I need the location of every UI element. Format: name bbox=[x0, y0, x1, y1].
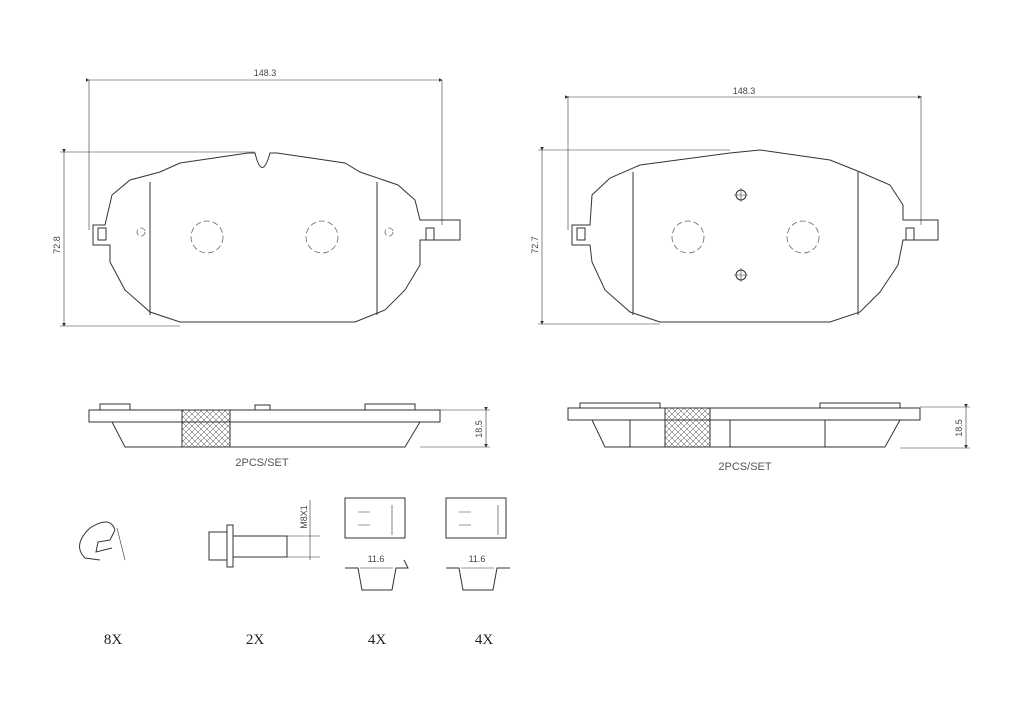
pad-2-thickness-dimension: 18.5 bbox=[954, 419, 964, 437]
spring-clip-1-drawing: 11.6 bbox=[344, 497, 409, 591]
spring-clip-1-dimension: 11.6 bbox=[368, 554, 385, 564]
bolt-drawing: M8X1 bbox=[208, 500, 320, 568]
spring-clip-1-quantity: 4X bbox=[368, 632, 387, 648]
clip-drawing bbox=[79, 521, 126, 561]
pad-1-front-view: 148.3 72.8 bbox=[52, 68, 461, 327]
pad-2-side-view: 18.5 2PCS/SET bbox=[567, 402, 970, 473]
pad-1-width-dimension: 148.3 bbox=[254, 68, 277, 78]
spring-clip-2-drawing: 11.6 bbox=[445, 497, 510, 591]
pad-2-width-dimension: 148.3 bbox=[733, 86, 756, 96]
pad-1-set-label: 2PCS/SET bbox=[235, 457, 288, 469]
bolt-thread-label: M8X1 bbox=[299, 505, 309, 529]
pad-1-height-dimension: 72.8 bbox=[52, 236, 62, 254]
pad-1-side-view: 18.5 2PCS/SET bbox=[88, 403, 490, 469]
pad-2-front-view: 148.3 72.7 bbox=[530, 86, 939, 325]
pad-1-thickness-dimension: 18.5 bbox=[474, 420, 484, 438]
pad-2-height-dimension: 72.7 bbox=[530, 236, 540, 254]
clip-quantity: 8X bbox=[104, 632, 123, 648]
bolt-quantity: 2X bbox=[246, 632, 265, 648]
pad-2-set-label: 2PCS/SET bbox=[718, 461, 771, 473]
spring-clip-2-dimension: 11.6 bbox=[469, 554, 486, 564]
spring-clip-2-quantity: 4X bbox=[475, 632, 494, 648]
